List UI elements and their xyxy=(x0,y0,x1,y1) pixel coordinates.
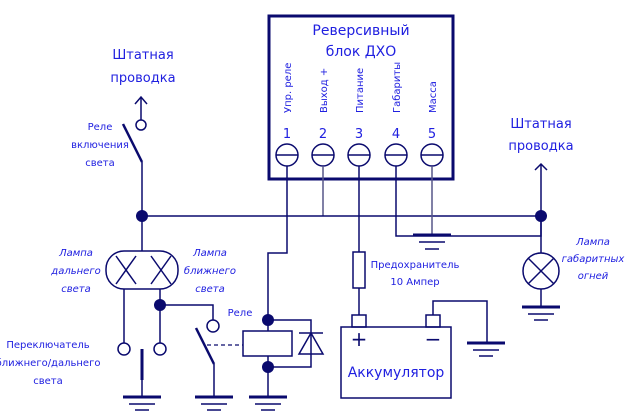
stock-wiring-left-label: проводка xyxy=(110,71,175,86)
terminal-number: 3 xyxy=(355,127,363,142)
terminal-label: Выход + xyxy=(319,68,330,113)
stock-wiring-right-label: проводка xyxy=(508,139,573,154)
arrow-up-icon xyxy=(534,162,548,253)
battery-label: Аккумулятор xyxy=(348,365,445,381)
drl-relay: Реле xyxy=(160,304,325,411)
drl-block-outline xyxy=(267,14,455,181)
terminal-number: 5 xyxy=(428,127,436,142)
light-relay-label: света xyxy=(85,158,115,169)
terminal-screws xyxy=(275,143,444,167)
ground-icon xyxy=(123,395,161,411)
fuse-label: 10 Ампер xyxy=(390,277,439,288)
low-beam-label: Лампа xyxy=(192,248,227,259)
ground-icon xyxy=(249,395,287,411)
high-beam-label: света xyxy=(61,284,91,295)
relay-label: Реле xyxy=(228,308,253,319)
parking-lamp-label: огней xyxy=(578,271,609,282)
contact-icon xyxy=(153,342,167,356)
low-beam-label: света xyxy=(195,284,225,295)
diode-icon xyxy=(297,331,325,355)
contact-icon xyxy=(117,342,131,356)
ground-icon xyxy=(467,341,505,357)
parking-lamp-label: габаритных xyxy=(562,253,625,265)
battery-minus-sign: − xyxy=(425,327,442,351)
high-beam-label: дальнего xyxy=(50,266,100,277)
junction-dot xyxy=(136,210,148,222)
fuse-icon xyxy=(352,251,366,289)
terminal-number: 1 xyxy=(283,127,291,142)
beam-switch-label: ближнего/дальнего xyxy=(0,358,100,369)
light-relay-label: включения xyxy=(71,140,129,151)
battery: + − Аккумулятор xyxy=(340,300,505,399)
terminal-label: Питание xyxy=(355,68,366,113)
terminal-label: Габариты xyxy=(392,62,403,113)
drl-block: Реверсивный блок ДХО Упр. реле Выход + П… xyxy=(267,14,455,181)
parking-lamp-label: Лампа xyxy=(575,237,610,248)
stock-wiring-right-label: Штатная xyxy=(510,117,571,132)
ground-icon xyxy=(413,233,451,250)
light-relay-label: Реле xyxy=(88,122,113,133)
battery-minus-terminal xyxy=(425,314,441,328)
arrow-up-icon xyxy=(134,95,148,120)
junction-dot xyxy=(535,210,547,222)
terminal-label: Масса xyxy=(428,81,439,113)
fuse-label: Предохранитель xyxy=(371,260,460,271)
block-title-line2: блок ДХО xyxy=(326,44,397,60)
battery-body-icon xyxy=(340,326,452,399)
beam-switch-label: света xyxy=(33,376,63,387)
terminal-number: 4 xyxy=(392,127,400,142)
block-title-line1: Реверсивный xyxy=(312,23,409,39)
switch-blade-icon xyxy=(121,123,144,163)
wire-relay-control xyxy=(267,166,288,320)
beam-switch: Переключатель ближнего/дальнего света xyxy=(0,289,167,411)
battery-plus-terminal xyxy=(351,314,367,328)
parking-light: Штатная проводка Лампа габаритных огней xyxy=(508,117,625,321)
stock-wiring-left-label: Штатная xyxy=(112,48,173,63)
terminal-label: Упр. реле xyxy=(283,63,294,113)
terminal-number: 2 xyxy=(319,127,327,142)
wires xyxy=(143,166,542,320)
ground-icon xyxy=(195,395,233,411)
headlamp-bulb-icon xyxy=(105,250,179,290)
headlamp: Лампа дальнего света Лампа ближнего свет… xyxy=(50,248,236,295)
beam-switch-label: Переключатель xyxy=(6,340,89,351)
wire-parking xyxy=(395,166,542,237)
ground-icon xyxy=(522,305,560,321)
battery-plus-sign: + xyxy=(351,327,368,351)
low-beam-label: ближнего xyxy=(184,265,236,277)
light-switch-relay: Штатная проводка Реле включения света xyxy=(71,48,176,251)
contact-icon xyxy=(135,119,147,131)
contact-icon xyxy=(206,319,220,333)
high-beam-label: Лампа xyxy=(58,248,93,259)
relay-coil-icon xyxy=(242,330,293,357)
relay-contact-blade-icon xyxy=(194,327,216,365)
